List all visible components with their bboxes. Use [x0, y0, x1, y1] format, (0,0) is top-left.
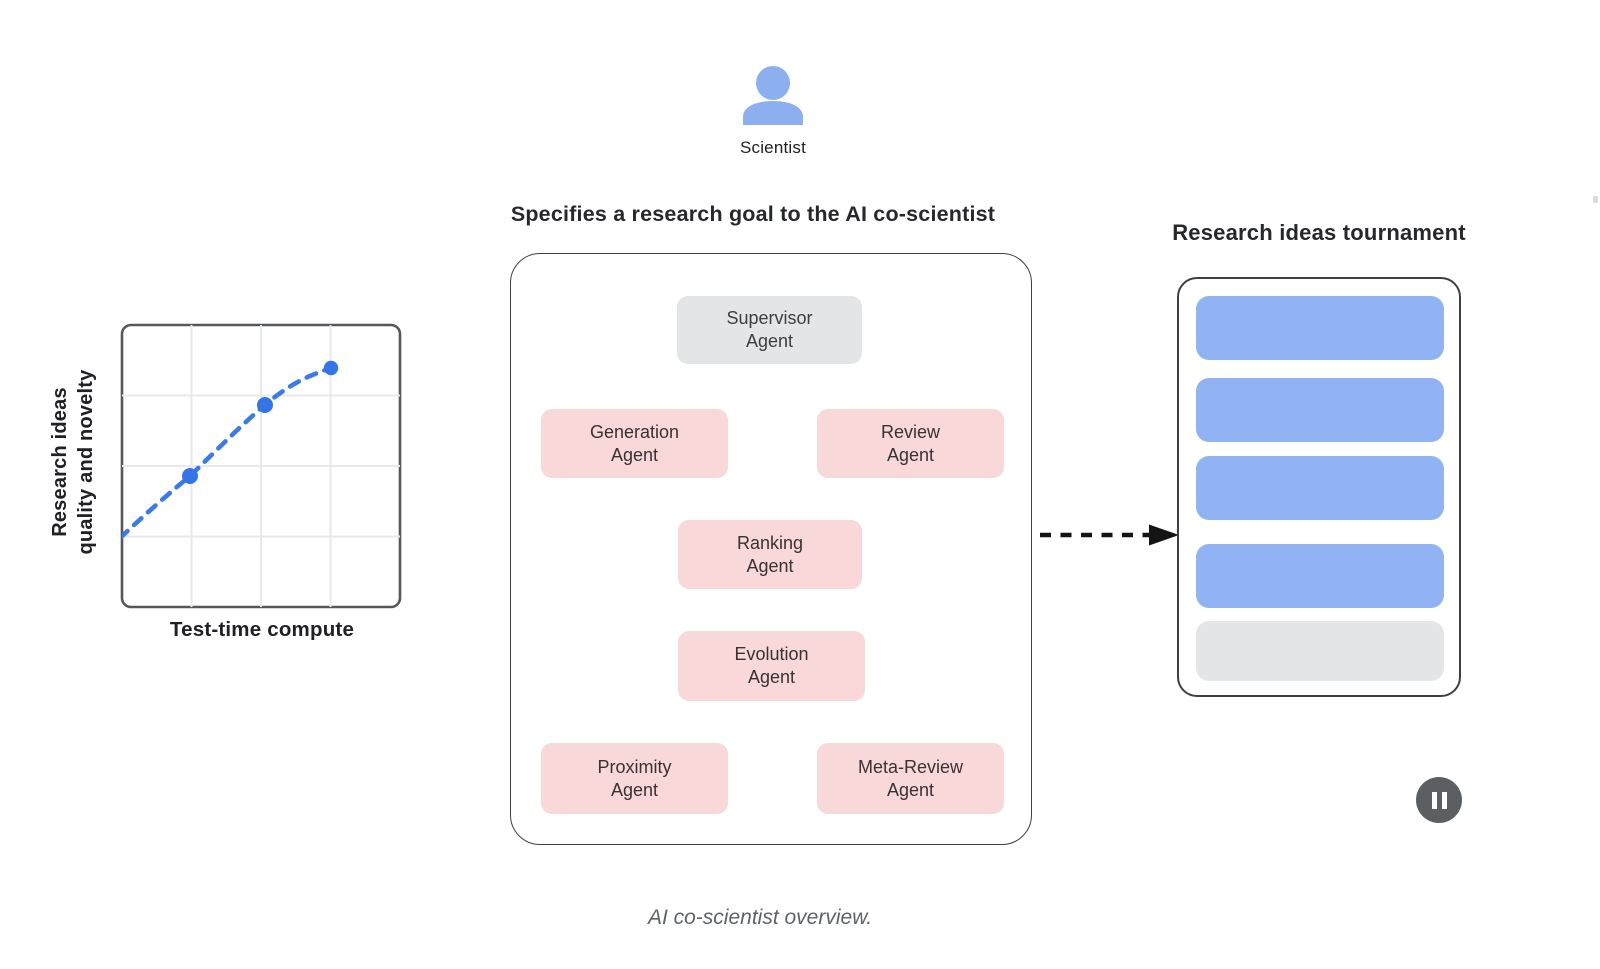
tournament-bar — [1196, 544, 1444, 608]
person-shoulders — [743, 101, 803, 125]
chart-data-point — [182, 468, 198, 484]
tournament-bar — [1196, 296, 1444, 360]
agent-box-generation: Generation Agent — [541, 409, 728, 478]
flow-arrow-icon — [1040, 524, 1179, 546]
agent-box-proximity: Proximity Agent — [541, 743, 728, 814]
agent-box-supervisor: Supervisor Agent — [677, 296, 862, 364]
tournament-bar — [1196, 456, 1444, 520]
tournament-title: Research ideas tournament — [1172, 220, 1466, 245]
chart-dashed-line — [122, 365, 334, 541]
flow-title: Specifies a research goal to the AI co-s… — [510, 202, 996, 226]
tournament-panel — [1177, 277, 1461, 697]
pause-button[interactable] — [1416, 777, 1462, 823]
agent-box-evolution: Evolution Agent — [678, 631, 865, 701]
scientist-label: Scientist — [739, 138, 807, 157]
pause-icon — [1431, 791, 1447, 809]
person-head — [756, 66, 790, 100]
chart-data-point — [257, 397, 273, 413]
agent-box-ranking: Ranking Agent — [678, 520, 862, 589]
agents-container: Supervisor Agent Generation Agent Review… — [510, 253, 1032, 845]
edge-artifact — [1593, 196, 1598, 203]
scientist-figure: Scientist — [735, 58, 811, 158]
chart-y-axis-label: Research ideas quality and novelty — [49, 369, 97, 555]
figure-caption: AI co-scientist overview. — [647, 906, 873, 929]
chart-data-point — [323, 360, 339, 376]
agent-box-meta-review: Meta-Review Agent — [817, 743, 1004, 814]
arrow-head — [1149, 524, 1179, 546]
tournament-bar — [1196, 378, 1444, 442]
scaling-chart — [120, 323, 402, 609]
person-icon — [743, 66, 803, 125]
agent-box-review: Review Agent — [817, 409, 1004, 478]
chart-x-axis-label: Test-time compute — [169, 618, 355, 641]
tournament-bar — [1196, 621, 1444, 681]
